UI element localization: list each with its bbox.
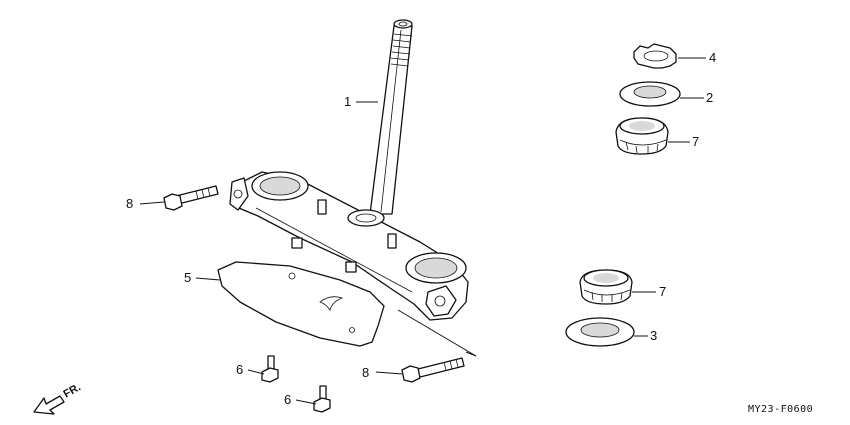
callout-6-upper: 6	[236, 362, 243, 377]
callout-4: 4	[709, 50, 716, 65]
front-label: FR.	[62, 381, 83, 400]
dust-seal-part	[565, 317, 635, 347]
screw-lower	[313, 385, 331, 413]
front-arrow-icon	[33, 395, 65, 415]
callout-3: 3	[650, 328, 657, 343]
figure-code: MY23-F0600	[748, 404, 813, 415]
lower-bearing-part	[579, 269, 633, 305]
callout-8-lower: 8	[362, 365, 369, 380]
callout-2: 2	[706, 90, 713, 105]
clamp-bolt-upper	[163, 185, 219, 211]
front-direction-indicator: FR.	[33, 381, 83, 415]
clamp-bolt-lower	[401, 357, 465, 383]
steering-stem-part	[369, 19, 413, 215]
callout-6-lower: 6	[284, 392, 291, 407]
callout-7-upper: 7	[692, 134, 699, 149]
lower-triple-clamp	[229, 171, 469, 321]
steering-lock-nut	[633, 43, 677, 69]
callout-1: 1	[344, 94, 351, 109]
callout-7-lower: 7	[659, 284, 666, 299]
callout-5: 5	[184, 270, 191, 285]
screw-upper	[261, 355, 279, 383]
lower-cover-plate	[217, 261, 385, 347]
leader-lines	[139, 57, 706, 405]
upper-bearing-part	[615, 117, 669, 155]
callout-labels: 1 4 2 7 8 5 7 3 6 8 6	[126, 50, 716, 407]
washer-part	[619, 81, 681, 107]
callout-8-upper: 8	[126, 196, 133, 211]
